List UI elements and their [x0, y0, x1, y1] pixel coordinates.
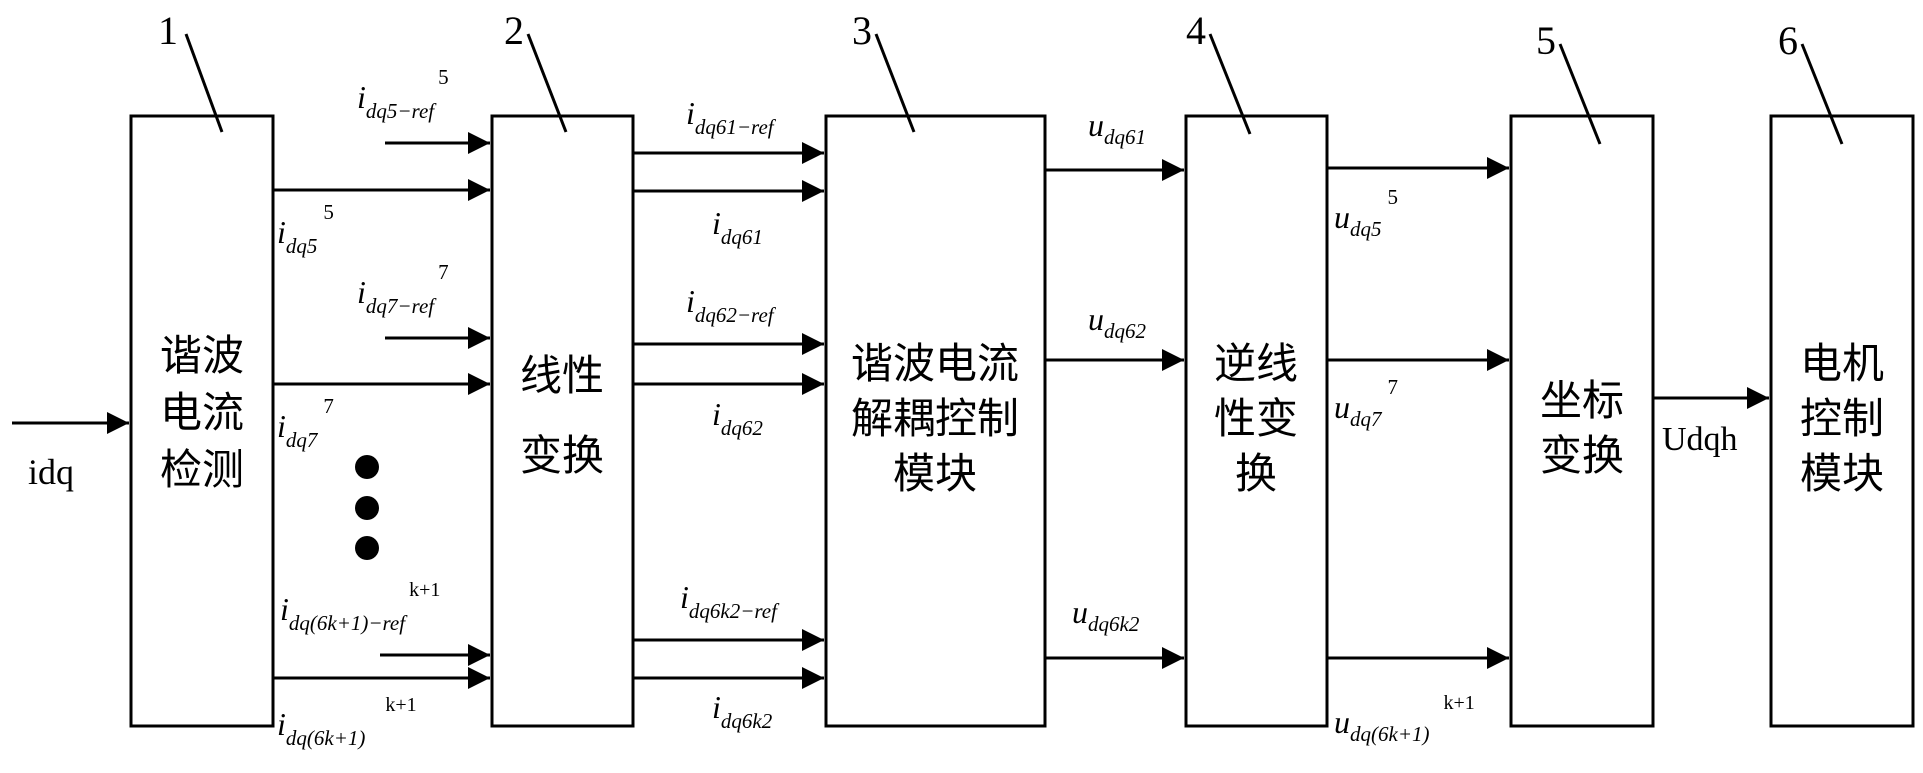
label-u62: udq62	[1088, 301, 1147, 343]
block-4-line-2: 性变	[1214, 394, 1298, 443]
block-5-line-1: 坐标	[1540, 376, 1624, 425]
label-i7: idq77	[277, 394, 334, 452]
block-5-line-2: 变换	[1540, 431, 1624, 480]
udqh-label: Udqh	[1662, 421, 1738, 458]
block-4-line-3: 换	[1235, 449, 1277, 498]
block-1-harmonic-current-detection: 谐波 电流 检测	[129, 114, 275, 728]
input-label: idq	[28, 452, 74, 492]
block-6-number: 6	[1778, 18, 1798, 63]
block-4-number: 4	[1186, 8, 1206, 53]
block-4-inverse-linear-transform: 逆线 性变 换	[1184, 114, 1329, 728]
block-3-line-1: 谐波电流	[851, 339, 1019, 388]
block-1-number: 1	[158, 8, 178, 53]
block-3-decoupling-control: 谐波电流 解耦控制 模块	[824, 114, 1047, 728]
block-3-number: 3	[852, 8, 872, 53]
block-6-motor-control: 电机 控制 模块	[1769, 114, 1915, 728]
block-6-line-3: 模块	[1800, 449, 1884, 498]
label-ref61: idq61−ref	[686, 95, 777, 139]
label-i62: idq62	[712, 396, 763, 440]
block-2-line-1: 线性	[520, 351, 604, 400]
block-1-number-callout: 1	[158, 8, 224, 133]
label-ref7: idq7−ref7	[357, 260, 449, 318]
label-u61: udq61	[1088, 107, 1146, 149]
label-i5: idq55	[277, 200, 334, 258]
block-1-line-1: 谐波	[160, 331, 244, 380]
label-u5: udq55	[1334, 185, 1398, 241]
label-i6k2: idq6k2	[712, 689, 773, 733]
block-5-number-callout: 5	[1536, 18, 1602, 145]
block-2-number-callout: 2	[504, 8, 568, 133]
block-1-line-3: 检测	[160, 445, 244, 494]
block-4-number-callout: 4	[1186, 8, 1252, 135]
block-5-coordinate-transform: 坐标 变换	[1509, 114, 1655, 728]
label-i61: idq61	[712, 205, 763, 249]
label-u7: udq77	[1334, 375, 1398, 431]
block-2-linear-transform: 线性 变换	[490, 114, 635, 728]
block-3-line-2: 解耦控制	[851, 394, 1019, 443]
block-6-line-2: 控制	[1800, 394, 1884, 443]
block-3-number-callout: 3	[852, 8, 916, 133]
block-3-line-3: 模块	[893, 449, 977, 498]
label-ref5: idq5−ref5	[357, 65, 449, 123]
ellipsis-dots	[355, 455, 379, 560]
label-refk: idq(6k+1)−refk+1	[280, 579, 440, 635]
block-6-line-1: 电机	[1800, 339, 1884, 388]
block-2-line-2: 变换	[520, 431, 604, 480]
label-uk: udq(6k+1)k+1	[1334, 692, 1475, 746]
label-ik: idq(6k+1)k+1	[277, 694, 417, 750]
block-4-line-1: 逆线	[1214, 339, 1298, 388]
block-6-number-callout: 6	[1778, 18, 1844, 145]
label-ref6k2: idq6k2−ref	[680, 579, 780, 623]
block-1-line-2: 电流	[160, 388, 244, 437]
label-ref62: idq62−ref	[686, 283, 777, 327]
block-2-number: 2	[504, 8, 524, 53]
label-u6k2: udq6k2	[1072, 594, 1140, 636]
block-5-number: 5	[1536, 18, 1556, 63]
